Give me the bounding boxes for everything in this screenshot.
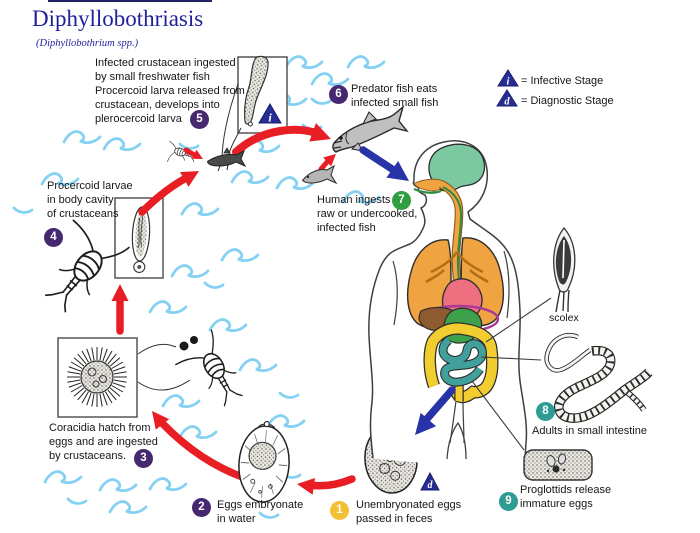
legend-infective-label: = Infective Stage bbox=[521, 75, 604, 87]
coracidium-illustration bbox=[66, 346, 128, 408]
stage-1-label: Unembryonated eggs passed in feces bbox=[356, 499, 462, 525]
stage-7-badge: 7 bbox=[392, 191, 411, 210]
stage-4-label: Procercoid larvae in body cavity of crus… bbox=[47, 180, 133, 220]
stage-3-badge: 3 bbox=[134, 449, 153, 468]
legend-infective-triangle-icon: i bbox=[497, 69, 519, 88]
page-title: Diphyllobothriasis bbox=[32, 6, 204, 31]
proglottid-illustration bbox=[523, 449, 593, 481]
scolex-label: scolex bbox=[549, 312, 579, 324]
predator-fish-illustration bbox=[332, 105, 409, 153]
stage-5-badge: 5 bbox=[190, 110, 209, 129]
stage-5-label: Infected crustacean ingested by small fr… bbox=[95, 57, 245, 125]
minnow-fish-illustration bbox=[207, 147, 247, 172]
scolex-illustration bbox=[553, 226, 576, 313]
diagnostic-stage-symbol: d bbox=[428, 480, 434, 491]
page-subtitle: (Diphyllobothrium spp.) bbox=[36, 38, 139, 49]
stage-7-label-line1: Human ingests bbox=[317, 194, 391, 206]
infective-stage-symbol: i bbox=[268, 111, 272, 125]
legend-diagnostic-symbol: d bbox=[504, 97, 510, 108]
stage-1-badge: 1 bbox=[330, 501, 349, 520]
small-fish-illustration bbox=[302, 164, 338, 185]
stage-4-badge: 4 bbox=[44, 228, 63, 247]
stage-3-label: Coracidia hatch from eggs and are ingest… bbox=[49, 422, 158, 462]
stage-6-badge: 6 bbox=[329, 85, 348, 104]
egg-dot bbox=[179, 341, 189, 351]
legend-infective-symbol: i bbox=[507, 77, 510, 88]
legend-diagnostic-triangle-icon: d bbox=[496, 89, 518, 108]
top-crop-artifact bbox=[48, 0, 212, 2]
stage-6-label: Predator fish eats infected small fish bbox=[351, 83, 439, 109]
diagnostic-stage-triangle-icon: d bbox=[420, 471, 440, 491]
cycle-arrows-red bbox=[111, 123, 356, 495]
infective-stage-triangle-icon: i bbox=[258, 103, 282, 125]
human-figure-illustration bbox=[368, 140, 528, 464]
stage-7-label-rest: raw or undercooked, infected fish bbox=[317, 208, 418, 234]
legend-diagnostic-label: = Diagnostic Stage bbox=[521, 95, 614, 107]
stage-2-label: Eggs embryonate in water bbox=[217, 499, 304, 525]
anatomy-leader-lines bbox=[471, 297, 552, 451]
coracidium-leader-lines bbox=[137, 343, 191, 391]
stage-9-badge: 9 bbox=[499, 492, 518, 511]
stage-8-badge: 8 bbox=[536, 402, 555, 421]
stage-2-badge: 2 bbox=[192, 498, 211, 517]
embryonated-egg-illustration bbox=[238, 421, 290, 503]
adult-tapeworm-illustration bbox=[544, 333, 653, 423]
transmission-arrows-blue bbox=[359, 146, 456, 442]
egg-dot bbox=[190, 336, 198, 344]
stage-8-label: Adults in small intestine bbox=[532, 425, 647, 437]
large-intestine-illustration bbox=[424, 323, 498, 402]
small-intestine-illustration bbox=[439, 337, 486, 386]
stage-9-label: Proglottids release immature eggs bbox=[520, 484, 612, 510]
plerocercoid-illustration bbox=[244, 55, 269, 127]
